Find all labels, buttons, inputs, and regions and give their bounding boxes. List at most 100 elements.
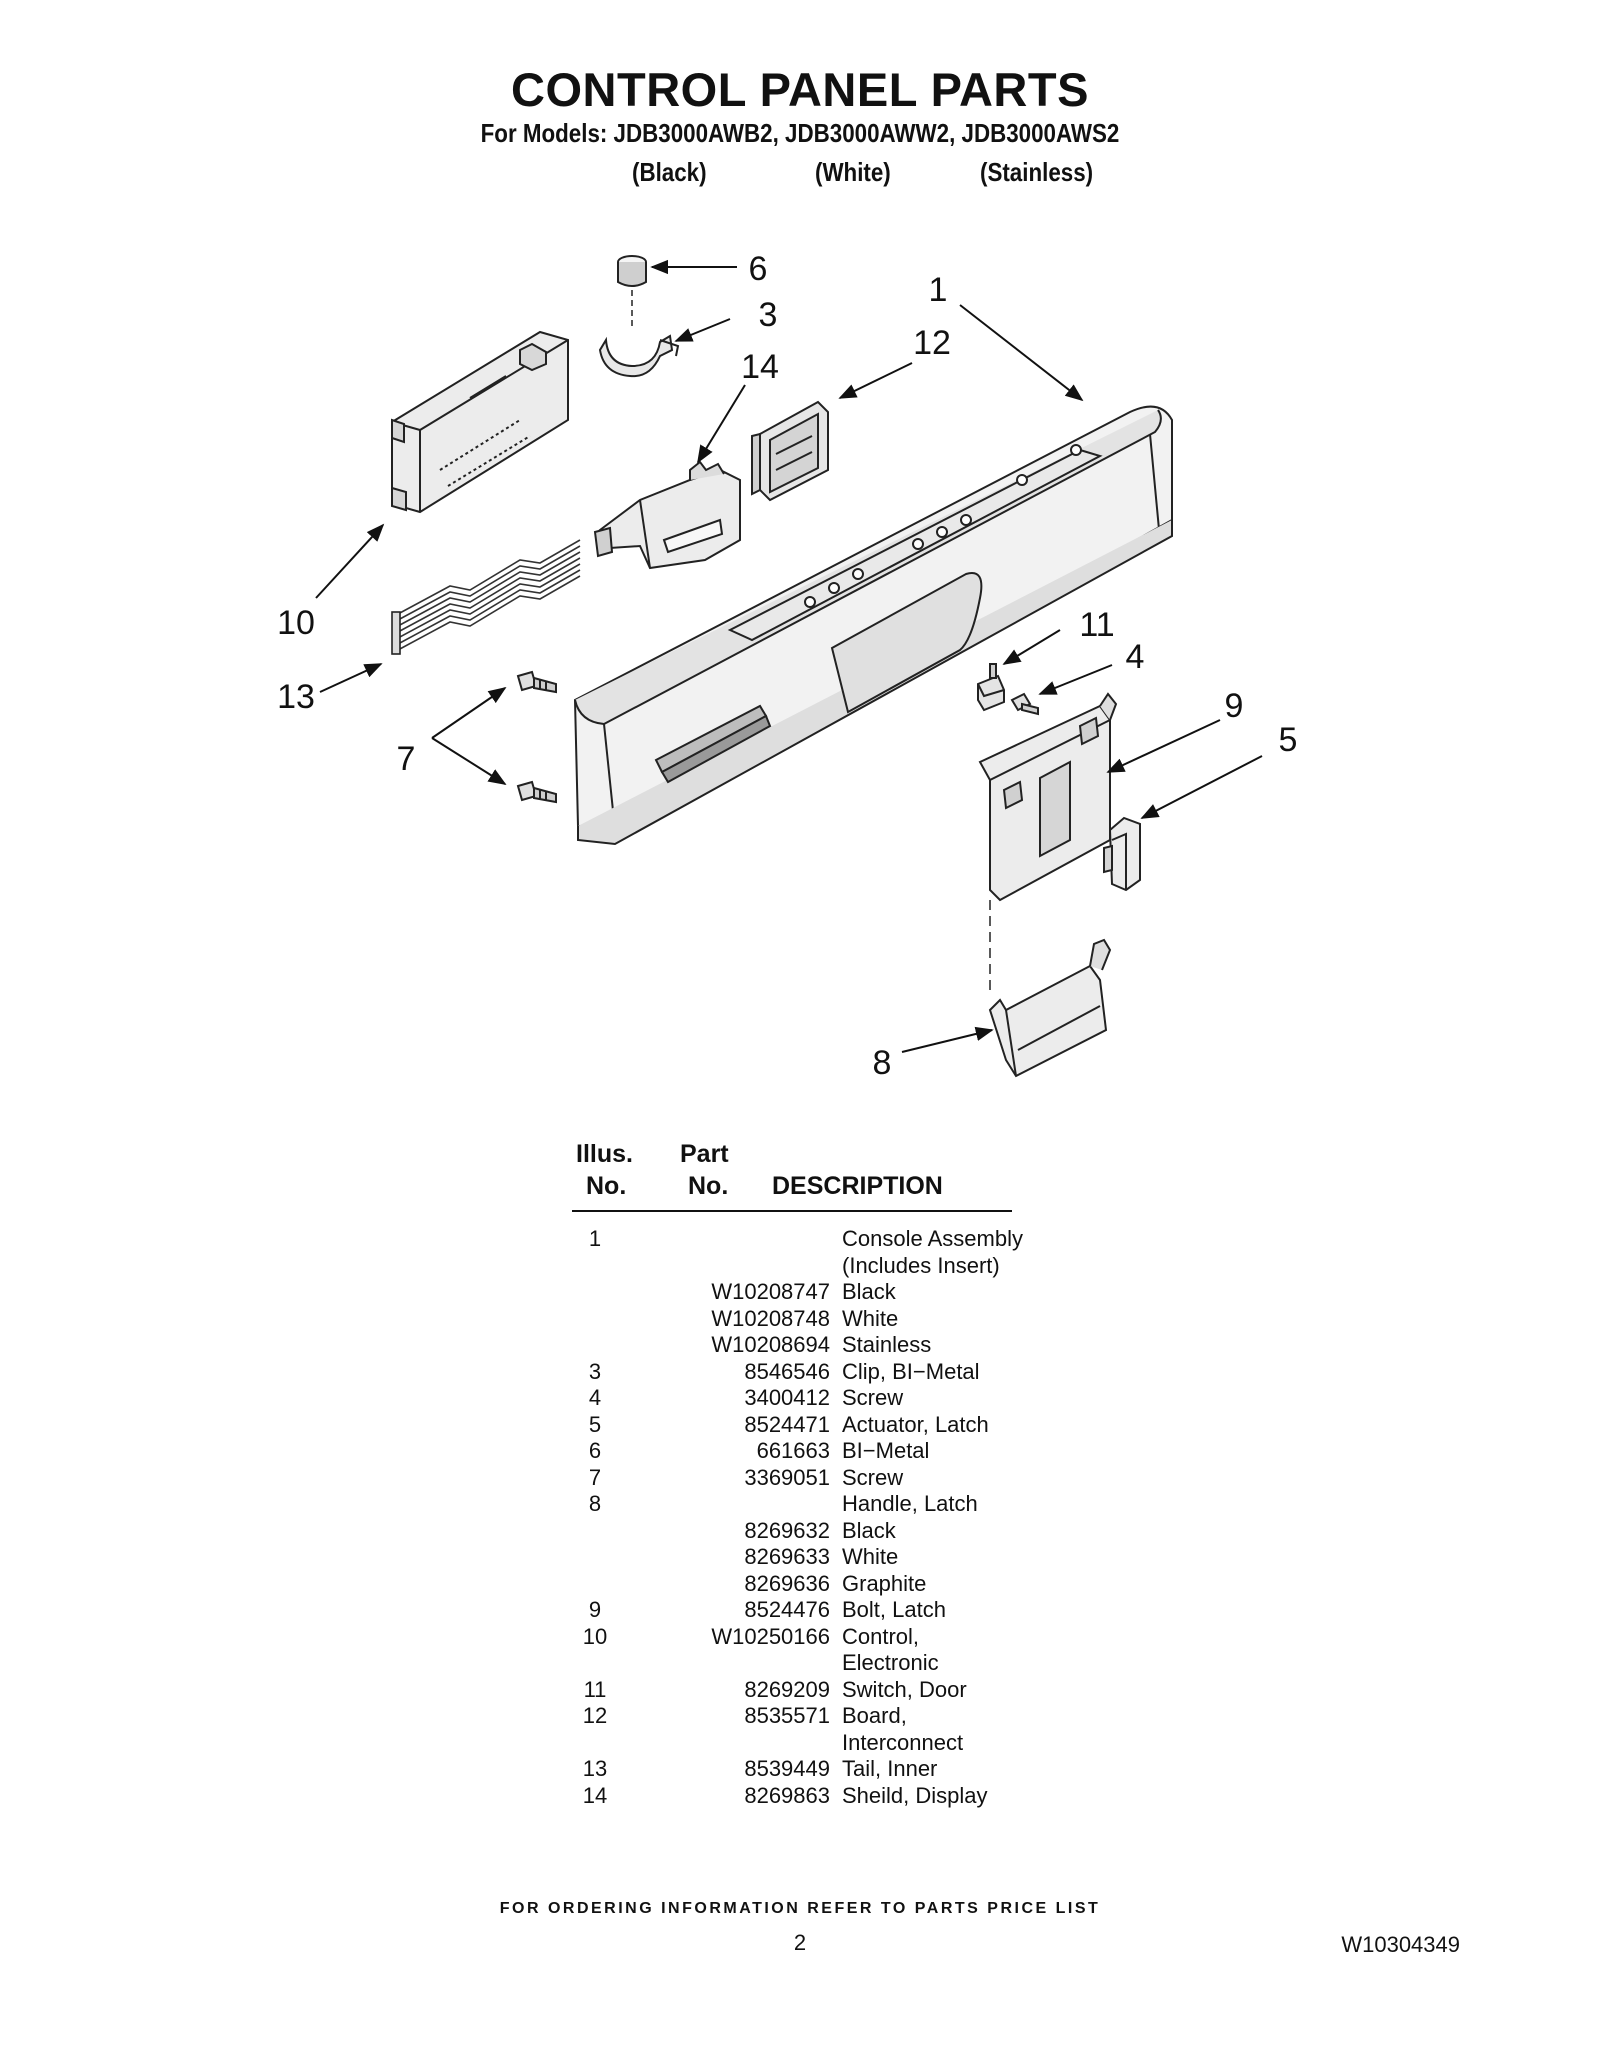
header-description: DESCRIPTION (772, 1172, 943, 1200)
table-row: 1 Console Assembly (560, 1226, 1023, 1253)
model-variants: (Black) (White) (Stainless) (0, 157, 1600, 189)
bi-metal-cap-part (617, 255, 647, 330)
part-number-cell: 8269209 (744, 1676, 830, 1702)
callout-6: 6 (749, 250, 768, 288)
callout-5: 5 (1279, 721, 1298, 759)
part-number-cell: 8524471 (744, 1411, 830, 1437)
illus-number-cell: 7 (588, 1464, 602, 1490)
parts-table-header: Illus. No. Part No. DESCRIPTION (560, 1140, 1020, 1210)
variant-white: (White) (815, 157, 891, 187)
description-cell: (Includes Insert) (842, 1252, 1000, 1278)
header-illus-line2: No. (586, 1172, 627, 1200)
header-part-line2: No. (688, 1172, 729, 1200)
description-cell: Interconnect (842, 1729, 964, 1755)
table-row: Electronic (560, 1650, 1020, 1677)
part-number-cell: 8524476 (744, 1597, 830, 1622)
description-cell: White (842, 1305, 899, 1331)
part-number-cell: 8269633 (744, 1544, 830, 1569)
part-number-cell: W10250166 (711, 1623, 830, 1649)
door-switch-part (977, 663, 1005, 712)
header-part-line1: Part (680, 1140, 729, 1168)
callout-1: 1 (929, 271, 948, 309)
part-number-cell: 661663 (756, 1438, 830, 1463)
part-number-cell: 8269636 (744, 1570, 830, 1596)
header-illus-line1: Illus. (576, 1140, 633, 1168)
table-row: W10208694 Stainless (560, 1332, 1020, 1359)
table-row: 8269636 Graphite (560, 1571, 1020, 1598)
description-cell: Tail, Inner (842, 1756, 938, 1781)
illus-number-cell: 5 (588, 1411, 602, 1437)
illus-number-cell: 8 (588, 1491, 602, 1516)
description-cell: Graphite (842, 1570, 927, 1596)
description-cell: White (842, 1544, 899, 1569)
electronic-control-part (391, 330, 569, 514)
illus-number-cell: 4 (588, 1385, 602, 1410)
header-rule (572, 1210, 1012, 1212)
ordering-note: FOR ORDERING INFORMATION REFER TO PARTS … (499, 1900, 1101, 1917)
illus-number-cell: 6 (588, 1438, 602, 1463)
illus-number-cell: 3 (588, 1358, 602, 1384)
callout-14: 14 (741, 348, 779, 386)
illus-number-cell: 10 (582, 1623, 608, 1649)
illus-number-cell: 1 (588, 1226, 602, 1251)
description-cell: Sheild, Display (842, 1782, 988, 1808)
description-cell: Black (842, 1517, 896, 1543)
console-screw-upper (516, 670, 557, 694)
illus-number-cell: 11 (583, 1676, 607, 1702)
variant-black: (Black) (632, 157, 707, 187)
illus-number-cell: 13 (582, 1756, 608, 1781)
part-number-cell: W10208747 (711, 1279, 830, 1304)
callout-13: 13 (277, 678, 315, 716)
callout-12: 12 (913, 324, 951, 362)
callout-4: 4 (1126, 638, 1145, 676)
part-number-cell: 8546546 (744, 1358, 830, 1384)
parts-table-body: 1 Console Assembly(Includes Insert) W10208… (560, 1226, 1023, 1809)
callout-9: 9 (1225, 687, 1244, 725)
description-cell: Actuator, Latch (842, 1411, 989, 1437)
description-cell: Clip, BI−Metal (842, 1358, 980, 1384)
bi-metal-clip-part (598, 334, 680, 378)
page-number: 2 (793, 1930, 807, 1955)
description-cell: Switch, Door (842, 1676, 967, 1702)
latch-handle-part (988, 938, 1112, 1078)
table-row: 11 8269209 Switch, Door (560, 1677, 1020, 1704)
description-cell: Electronic (842, 1650, 939, 1675)
description-cell: Console Assembly (842, 1226, 1023, 1251)
interconnect-board-part (751, 400, 829, 502)
callout-7: 7 (397, 740, 416, 778)
document-number: W10304349 (1341, 1932, 1460, 1957)
display-shield-part (593, 460, 741, 570)
part-number-cell: W10208748 (711, 1305, 830, 1331)
illus-number-cell: 14 (582, 1782, 608, 1808)
table-row: (Includes Insert) (560, 1253, 1020, 1280)
latch-actuator-part (1103, 816, 1141, 892)
callout-10: 10 (277, 604, 315, 642)
part-number-cell: 3369051 (744, 1464, 830, 1490)
part-number-cell: 8269863 (744, 1782, 830, 1808)
table-row: 5 8524471 Actuator, Latch (560, 1412, 1020, 1439)
callout-leaders (315, 259, 1263, 1053)
exploded-parts-diagram: 6 3 14 12 1 10 13 7 11 4 9 5 8 (277, 250, 1298, 1082)
part-number-cell: W10208694 (711, 1332, 830, 1357)
table-row: Interconnect (560, 1730, 1020, 1757)
illus-number-cell: 12 (582, 1703, 608, 1728)
inner-tail-ribbon-part (391, 539, 581, 655)
description-cell: Stainless (842, 1332, 932, 1357)
switch-screw-part (1010, 692, 1039, 716)
part-number-cell: 3400412 (744, 1385, 830, 1410)
description-cell: Board, (842, 1703, 907, 1728)
table-row: 8269633 White (560, 1544, 1020, 1571)
callout-3: 3 (759, 296, 778, 334)
callout-11: 11 (1079, 606, 1114, 644)
console-assembly-part (573, 405, 1173, 846)
variant-stainless: (Stainless) (980, 157, 1094, 187)
illus-number-cell: 9 (588, 1597, 602, 1622)
table-row: W10208748 White (560, 1306, 1020, 1333)
